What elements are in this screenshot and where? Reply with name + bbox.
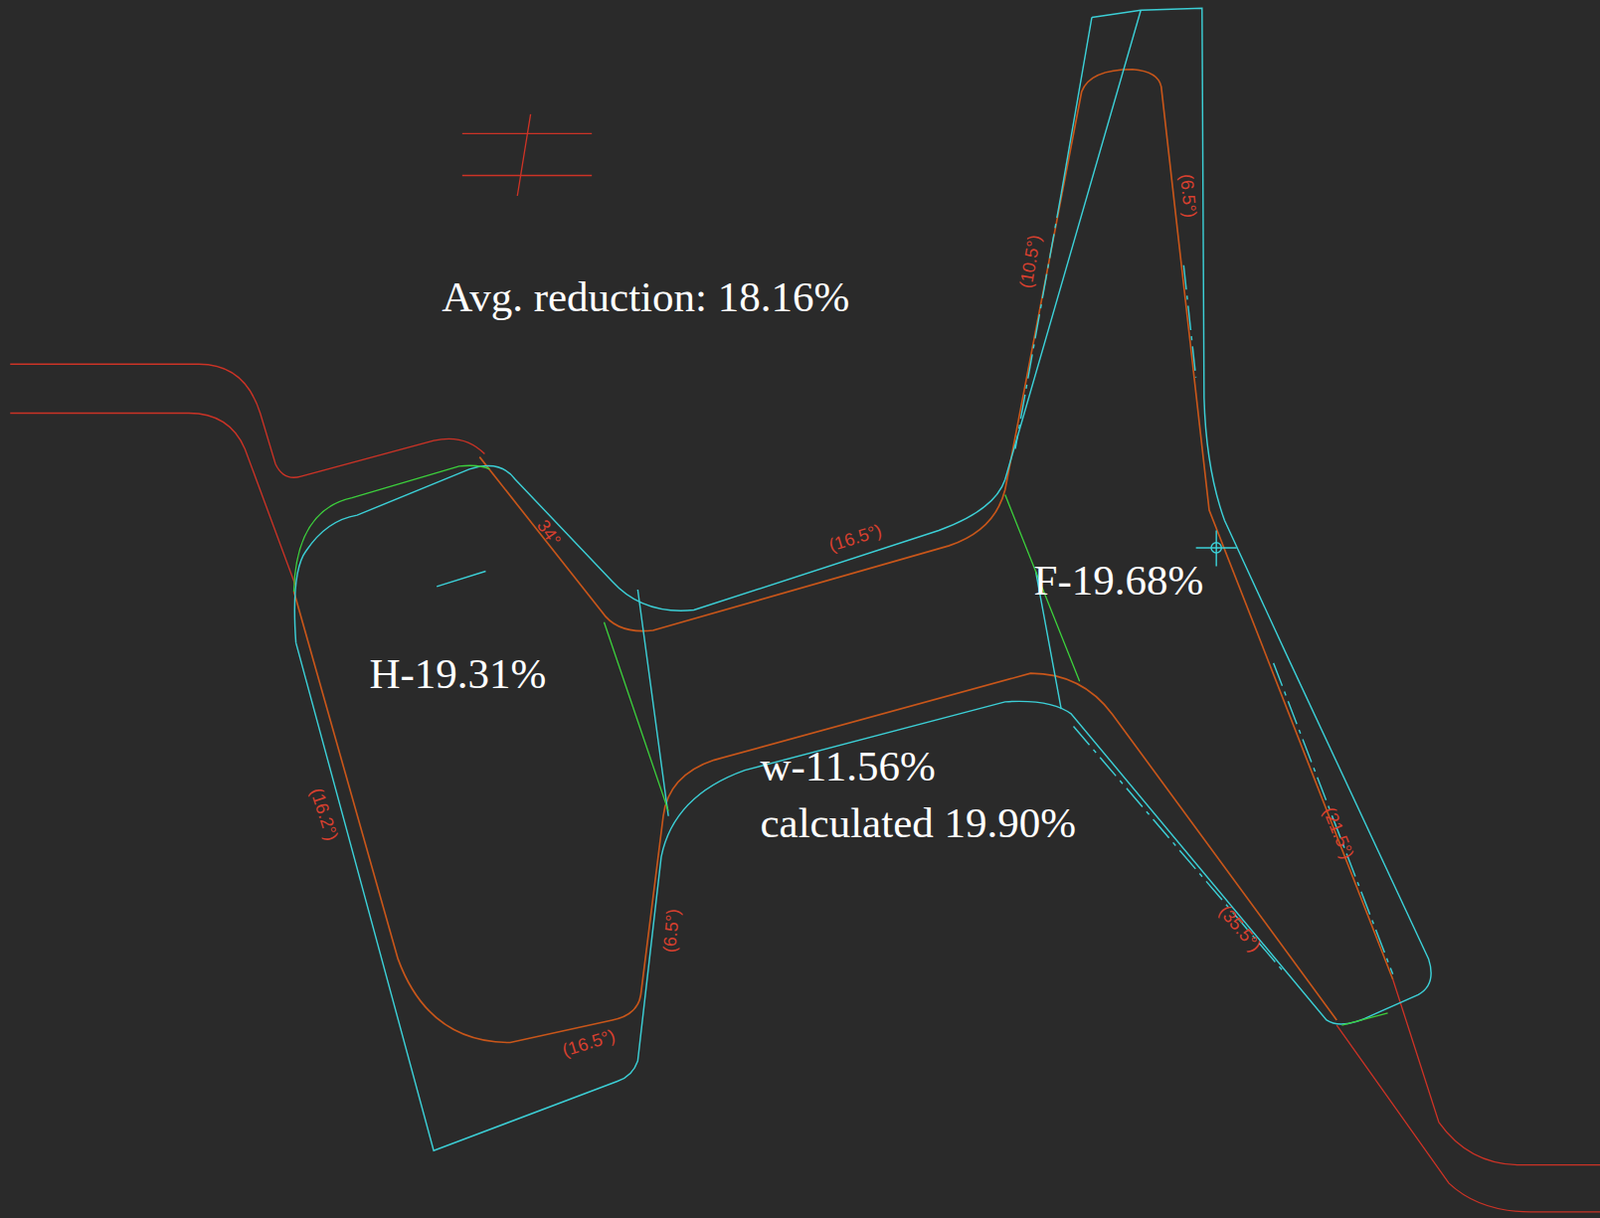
previous-profile — [294, 7, 1431, 1151]
reduction-label: F-19.68% — [1033, 557, 1204, 601]
reduction-label: calculated 19.90% — [759, 801, 1076, 845]
stock-lines — [9, 114, 1600, 1213]
finished-profile — [294, 69, 1394, 1044]
note-text: Avg. reduction: 18.16% — [441, 274, 850, 318]
angle-dimension: (6.5°) — [660, 907, 683, 954]
reduction-label: w-11.56% — [759, 743, 935, 787]
reduction-label: H-19.31% — [368, 652, 546, 696]
green-guides — [294, 465, 1389, 1026]
angle-dimension: (6.5°) — [1178, 173, 1201, 219]
